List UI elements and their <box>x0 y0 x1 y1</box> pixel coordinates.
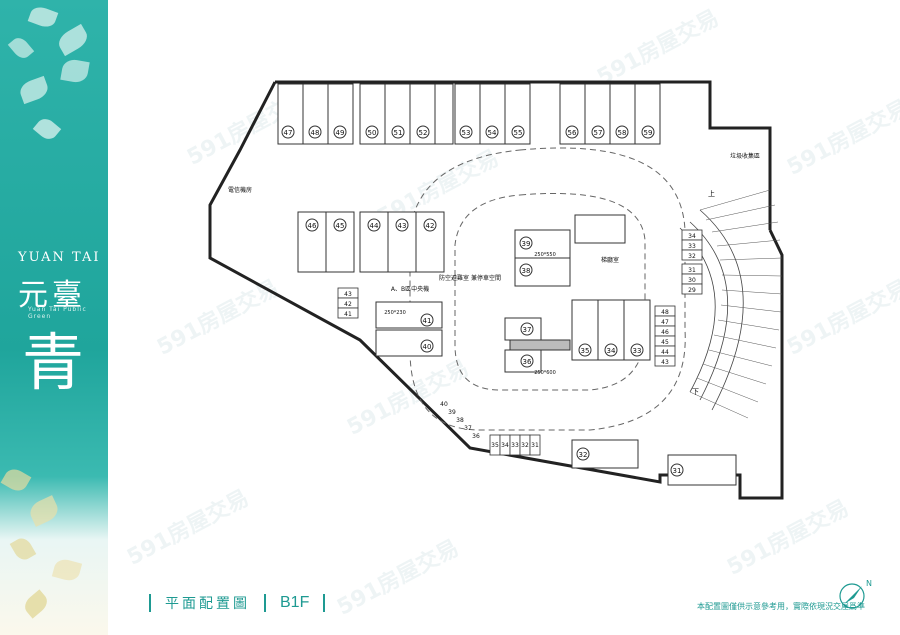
space-54: 54 <box>488 129 497 137</box>
svg-text:N: N <box>866 579 872 588</box>
space-43: 43 <box>398 222 407 230</box>
diag-space-39: 39 <box>448 409 456 416</box>
space-58: 58 <box>618 129 627 137</box>
shelter-label: 防空避難室 兼停車空間 <box>439 274 501 282</box>
small-space-42: 42 <box>344 301 352 308</box>
small-space-45: 45 <box>661 339 669 346</box>
space-42: 42 <box>426 222 435 230</box>
leaf-decoration <box>7 34 35 62</box>
brand-panel: YUAN TAI 元臺 Yuan Tai Public Green 青 <box>0 0 108 635</box>
leaf-decoration <box>17 75 51 105</box>
space-52: 52 <box>419 129 428 137</box>
space-59: 59 <box>644 129 653 137</box>
space-31-bottom: 31 <box>673 467 682 475</box>
diag-space-38: 38 <box>456 417 464 424</box>
brand-big-char: 青 <box>22 326 85 399</box>
brand-subtitle: Yuan Tai Public Green <box>28 306 87 320</box>
space-34-center: 34 <box>607 347 616 355</box>
waste-room-label: 垃圾收集區 <box>730 152 760 160</box>
leaf-decoration <box>51 556 83 584</box>
small-space-31: 31 <box>688 267 696 274</box>
bottom-space-35: 35 <box>491 442 499 449</box>
space-36: 36 <box>523 358 532 366</box>
small-space-34: 34 <box>688 233 696 240</box>
watermark: 591房屋交易 <box>333 535 464 621</box>
space-55: 55 <box>514 129 523 137</box>
floor-label: B1F <box>280 594 310 611</box>
leaf-decoration <box>9 534 37 564</box>
brand-english: YUAN TAI <box>18 250 101 265</box>
space-46: 46 <box>308 222 317 230</box>
space-56: 56 <box>568 129 577 137</box>
leaf-decoration <box>0 465 32 495</box>
leaf-decoration <box>55 23 91 57</box>
bottom-space-33: 33 <box>511 442 519 449</box>
floor-plan: 47 48 49 50 51 52 53 54 55 56 57 58 59 4… <box>208 80 784 500</box>
space-40: 40 <box>423 343 432 351</box>
leaf-decoration <box>32 115 62 143</box>
space-50: 50 <box>368 129 377 137</box>
small-space-46: 46 <box>661 329 669 336</box>
space-48: 48 <box>311 129 320 137</box>
small-space-43: 43 <box>661 359 669 366</box>
footer-bar: 平面配置圖 B1F <box>135 593 339 613</box>
small-space-33: 33 <box>688 243 696 250</box>
leaf-decoration <box>60 57 90 85</box>
ac-room-label: A、B區中央機 <box>391 285 429 293</box>
north-compass-icon: N <box>839 579 872 609</box>
diag-space-36: 36 <box>472 433 480 440</box>
space-51: 51 <box>394 129 403 137</box>
space-41: 41 <box>423 317 432 325</box>
space-45: 45 <box>336 222 345 230</box>
small-space-47: 47 <box>661 319 669 326</box>
divider <box>323 594 326 612</box>
small-space-32: 32 <box>688 253 696 260</box>
small-space-43: 43 <box>344 291 352 298</box>
space-44: 44 <box>370 222 379 230</box>
diag-space-37: 37 <box>464 425 472 432</box>
leaf-decoration <box>27 4 59 30</box>
bottom-space-34: 34 <box>501 442 509 449</box>
small-space-30: 30 <box>688 277 696 284</box>
dim-label: 250*600 <box>534 370 556 376</box>
leaf-decoration <box>21 589 51 619</box>
dim-label: 250*230 <box>384 310 406 316</box>
small-space-44: 44 <box>661 349 669 356</box>
space-49: 49 <box>336 129 345 137</box>
disclaimer-note: 本配置圖僅供示意參考用，實際依現況交屋爲準 <box>697 602 865 611</box>
space-47: 47 <box>284 129 293 137</box>
plan-title: 平面配置圖 <box>165 596 250 612</box>
brand-chinese: 元臺 <box>18 278 86 313</box>
lobby-label: 梯廳室 <box>601 256 619 264</box>
diag-space-40: 40 <box>440 401 448 408</box>
space-38: 38 <box>522 267 531 275</box>
space-37: 37 <box>523 326 532 334</box>
space-35-center: 35 <box>581 347 590 355</box>
space-57: 57 <box>594 129 603 137</box>
bottom-space-32: 32 <box>521 442 529 449</box>
up-label: 上 <box>708 189 715 198</box>
space-53: 53 <box>462 129 471 137</box>
small-space-41: 41 <box>344 311 352 318</box>
space-33-center: 33 <box>633 347 642 355</box>
space-39: 39 <box>522 240 531 248</box>
divider <box>149 594 151 612</box>
divider <box>264 594 266 612</box>
space-32-bottom: 32 <box>579 451 588 459</box>
leaf-decoration <box>26 495 62 527</box>
small-space-29: 29 <box>688 287 696 294</box>
small-space-48: 48 <box>661 309 669 316</box>
down-label: 下 <box>692 388 699 396</box>
elec-room-label: 電信機房 <box>228 186 252 194</box>
dim-label: 250*550 <box>534 252 556 258</box>
bottom-space-31: 31 <box>531 442 539 449</box>
